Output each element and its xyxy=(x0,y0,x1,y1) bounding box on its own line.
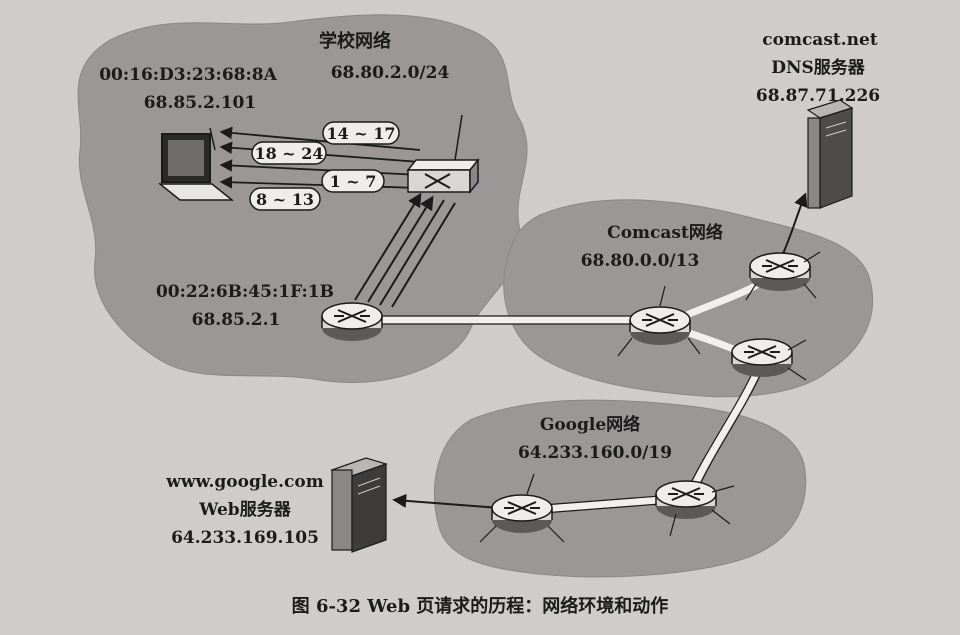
comcast-network-name: Comcast网络 xyxy=(607,222,723,243)
network-link-edges xyxy=(378,315,765,515)
web-path-arrow xyxy=(392,493,501,509)
dns-ip: 68.87.71.226 xyxy=(756,86,880,106)
comcast-network-prefix: 68.80.0.0/13 xyxy=(581,251,700,271)
google-network-prefix: 64.233.160.0/19 xyxy=(518,443,672,463)
router-icon-google-2 xyxy=(479,473,565,543)
dns-role: DNS服务器 xyxy=(771,57,866,78)
step-label: 14 ~ 17 xyxy=(326,124,395,143)
school-network-name: 学校网络 xyxy=(319,30,391,52)
school-network-prefix: 68.80.2.0/24 xyxy=(331,63,450,83)
web-domain: www.google.com xyxy=(165,472,323,492)
step-badge-18-24: 18 ~ 24 xyxy=(251,141,327,165)
google-network-name: Google网络 xyxy=(540,414,640,435)
laptop-ip: 68.85.2.101 xyxy=(144,93,256,113)
step-badge-8-13: 8 ~ 13 xyxy=(249,187,321,211)
step-label: 8 ~ 13 xyxy=(256,190,314,209)
switch-icon xyxy=(406,114,480,195)
router-icon-comcast-3 xyxy=(731,338,807,381)
router-icon-comcast-1 xyxy=(617,285,701,357)
dns-domain: comcast.net xyxy=(762,30,878,50)
web-role: Web服务器 xyxy=(198,499,291,520)
web-ip: 64.233.169.105 xyxy=(171,528,319,548)
router-icon-google-1 xyxy=(655,480,735,537)
router-icon-gateway xyxy=(321,302,383,342)
dns-server-icon xyxy=(806,99,854,209)
gateway-mac: 00:22:6B:45:1F:1B xyxy=(156,282,334,302)
step-badge-14-17: 14 ~ 17 xyxy=(322,121,400,145)
gateway-ip: 68.85.2.1 xyxy=(192,310,281,330)
gateway-switch-links xyxy=(354,192,456,308)
router-icon-comcast-2 xyxy=(745,251,821,301)
web-server-icon xyxy=(330,457,388,553)
laptop-icon xyxy=(157,127,235,201)
step-label: 18 ~ 24 xyxy=(254,144,323,163)
figure-caption: 图 6-32 Web 页请求的历程：网络环境和动作 xyxy=(292,595,669,617)
step-badge-1-7: 1 ~ 7 xyxy=(321,169,385,193)
step-label: 1 ~ 7 xyxy=(330,172,377,191)
laptop-mac: 00:16:D3:23:68:8A xyxy=(99,65,277,85)
